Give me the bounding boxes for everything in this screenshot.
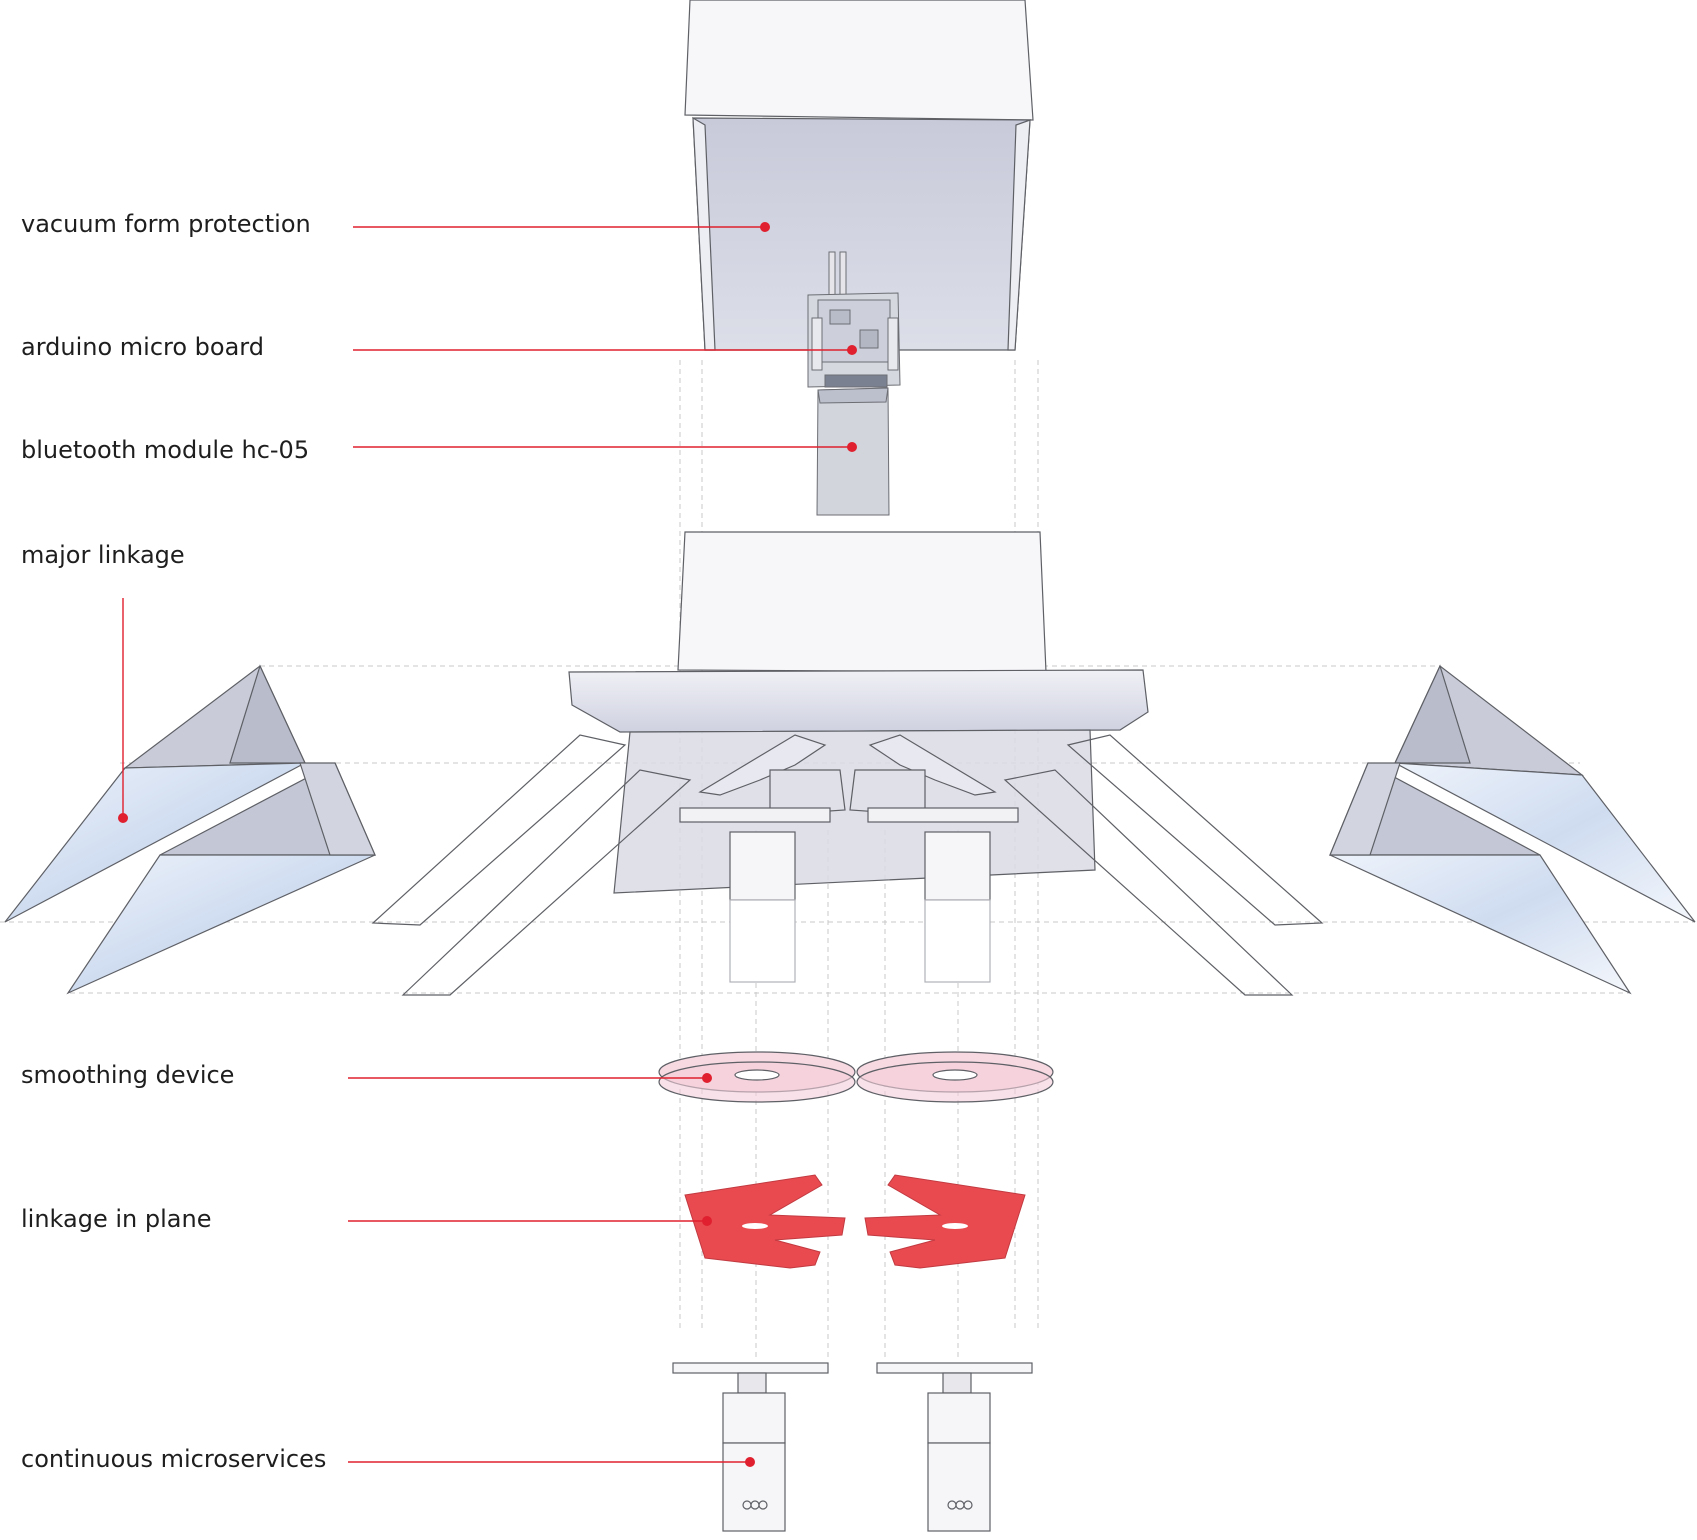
- major-linkage-left-wing: [4, 664, 376, 995]
- vacuum-form-shell: [684, 0, 1034, 351]
- label-linkage-in-plane: linkage in plane: [21, 1205, 212, 1233]
- callout-leaders: [118, 222, 857, 1467]
- servo-motors: [672, 1362, 1033, 1532]
- label-major-linkage: major linkage: [21, 541, 185, 569]
- smoothing-device: [658, 1051, 1054, 1103]
- label-bluetooth-module: bluetooth module hc-05: [21, 436, 310, 464]
- major-linkage-center: [371, 531, 1324, 996]
- linkage-in-plane: [684, 1174, 1026, 1269]
- label-smoothing-device: smoothing device: [21, 1061, 235, 1089]
- label-arduino-micro-board: arduino micro board: [21, 333, 264, 361]
- label-vacuum-form-protection: vacuum form protection: [21, 210, 311, 238]
- arduino-board: [807, 251, 901, 388]
- label-continuous-microservices: continuous microservices: [21, 1445, 327, 1473]
- major-linkage-right-wing: [1329, 664, 1696, 995]
